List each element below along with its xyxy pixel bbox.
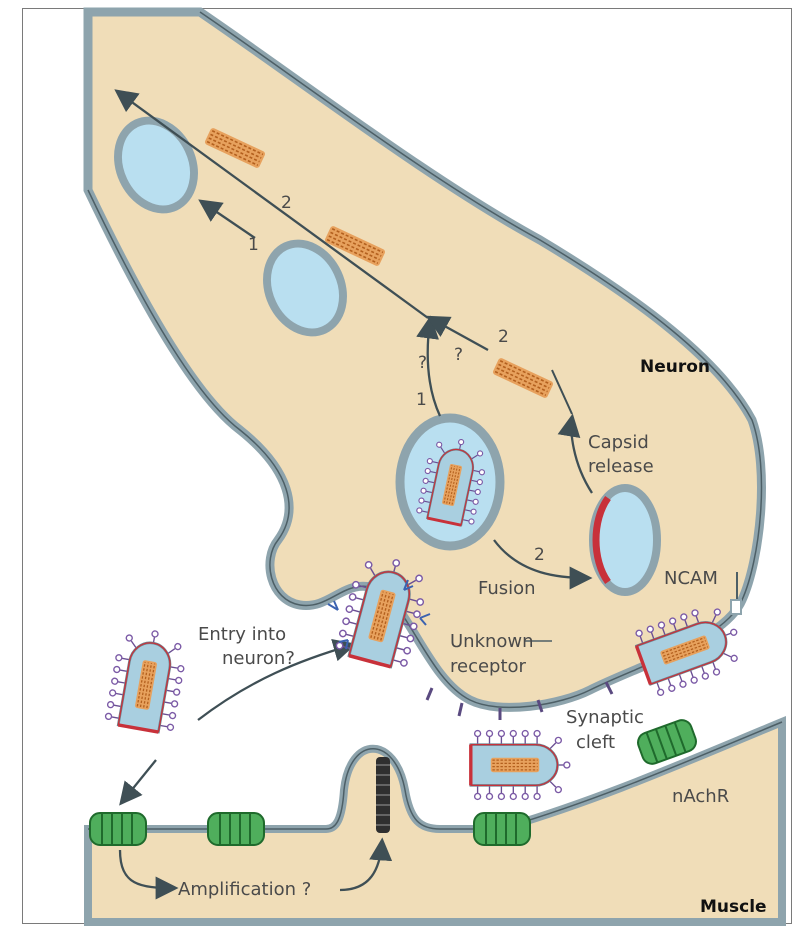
nachr-internalized [376,757,390,833]
nachr-1 [90,813,146,845]
fusion-label: Fusion [478,578,536,599]
synaptic-cleft-label-2: cleft [576,732,615,753]
path-number-2-fusion: 2 [534,545,545,565]
nachr-2 [208,813,264,845]
nachr-label: nAchR [672,786,729,807]
nachr-3 [474,813,530,845]
unknown-receptor-label-1: Unknown [450,631,534,652]
path-number-1-mid: 1 [416,390,427,410]
path-number-2-top: 2 [281,193,292,213]
arrow-down-left [122,760,156,802]
entry-label-1: Entry into [198,624,286,645]
virion-free-left [104,625,189,734]
path-number-1-top: 1 [248,235,259,255]
capsid-release-label-2: release [588,456,654,477]
capsid-release-label-1: Capsid [588,432,649,453]
muscle-label: Muscle [700,897,767,917]
path-number-2-mid: 2 [498,327,509,347]
ncam-label: NCAM [664,568,718,589]
synaptic-cleft-label-1: Synaptic [566,707,644,728]
question-mark-2: ? [454,345,463,365]
entry-label-2: neuron? [222,648,295,669]
virion-cleft [471,731,570,800]
neuron-label: Neuron [640,357,710,377]
unknown-receptor-label-2: receptor [450,656,527,677]
amplification-label: Amplification ? [178,879,311,900]
question-mark-1: ? [418,353,427,373]
